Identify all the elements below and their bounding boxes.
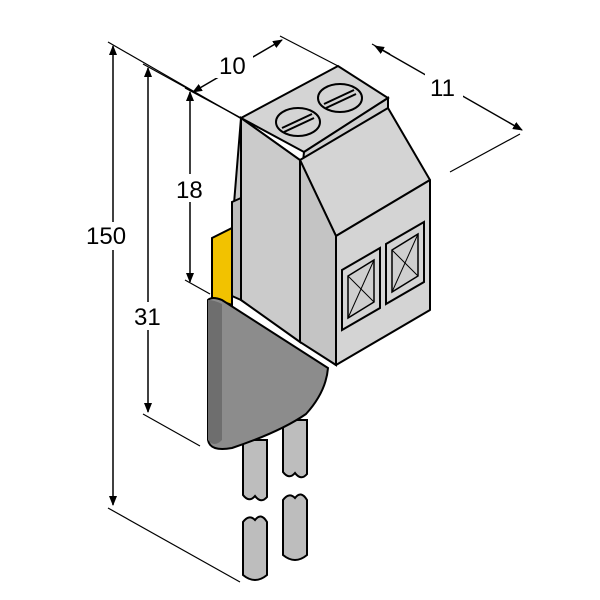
dim-label-10: 10 <box>219 53 246 80</box>
wire-left-upper <box>242 439 268 502</box>
label-bg-150 <box>84 222 138 250</box>
screw-back <box>317 83 363 113</box>
dim-label-18: 18 <box>176 177 203 204</box>
wire-opening-left <box>341 246 381 332</box>
dim-label-11: 11 <box>430 75 455 102</box>
wire-right-upper <box>282 419 308 479</box>
label-bg-18 <box>172 174 210 202</box>
dim-label-31: 31 <box>134 304 161 331</box>
label-bg-10 <box>215 50 253 78</box>
label-bg-31 <box>130 302 168 330</box>
wire-right-lower <box>282 493 308 561</box>
wire-opening-right <box>385 220 425 306</box>
screw-front <box>275 107 321 137</box>
wire-left-lower <box>242 515 268 581</box>
yellow-tab <box>211 226 233 307</box>
dim-label-150: 150 <box>86 223 126 250</box>
label-bg-11 <box>425 72 463 100</box>
sleeve <box>207 297 330 450</box>
